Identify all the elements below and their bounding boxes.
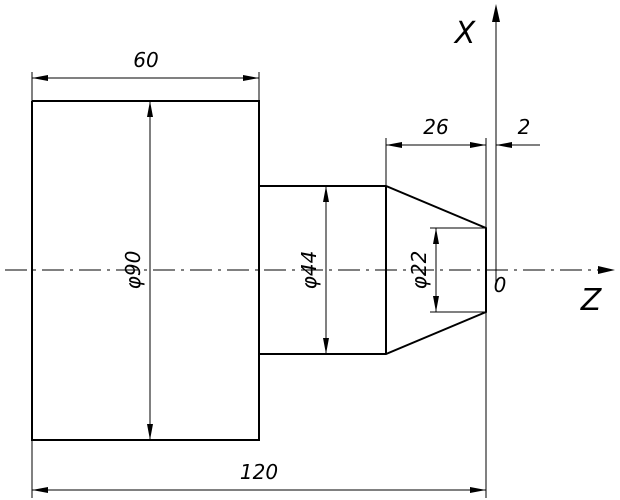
x-axis-arrow [492, 4, 500, 22]
dimension-d44: φ44 [297, 186, 329, 354]
dim-d22-label: φ22 [407, 251, 431, 290]
x-axis-label: X [453, 16, 477, 51]
dimension-60: 60 [32, 48, 259, 81]
dimension-120: 120 [32, 460, 486, 493]
dim-d90-label: φ90 [121, 251, 145, 290]
dim-d44-label: φ44 [297, 251, 321, 290]
dimension-26: 26 [386, 115, 486, 148]
dimension-2: 2 [496, 115, 540, 148]
dimension-d22: φ22 [407, 228, 439, 312]
dim-26-label: 26 [423, 115, 448, 139]
dim-120-label: 120 [240, 460, 278, 484]
z-axis-label: Z [580, 283, 603, 318]
dimension-d90: φ90 [121, 101, 153, 440]
origin-label: 0 [494, 273, 507, 297]
z-axis-arrow [598, 266, 615, 274]
dim-2-label: 2 [518, 115, 531, 139]
dim-60-label: 60 [133, 48, 158, 72]
